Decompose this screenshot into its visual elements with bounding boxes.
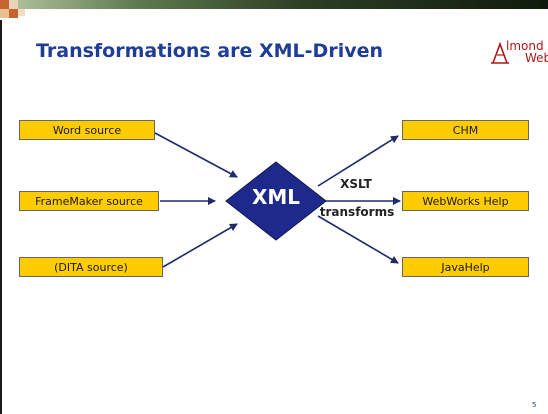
decoration-square <box>0 9 9 18</box>
dita-source-box: (DITA source) <box>19 257 163 277</box>
arrow-word-to-xml <box>154 132 238 178</box>
logo-text: lmond Web <box>506 39 548 65</box>
slide-title: Transformations are XML-Driven <box>36 40 384 62</box>
arrow-dita-to-xml <box>162 223 238 268</box>
decoration-square <box>9 0 18 9</box>
top-decoration-bar <box>0 0 548 9</box>
webworks-help-output-box: WebWorks Help <box>402 191 529 211</box>
word-source-box: Word source <box>19 120 155 140</box>
arrow-xml-to-javahelp <box>317 215 399 264</box>
arrow-xml-to-chm <box>317 135 399 187</box>
decoration-square <box>9 9 18 18</box>
transforms-label: transforms <box>319 205 395 219</box>
logo-line-2: Web <box>525 51 548 65</box>
xslt-label: XSLT <box>340 177 372 191</box>
page-number: 5 <box>532 401 537 409</box>
logo-icon <box>491 41 509 64</box>
chm-output-box: CHM <box>402 120 529 140</box>
decoration-square <box>18 9 25 16</box>
framemaker-source-box: FrameMaker source <box>19 191 159 211</box>
javahelp-output-box: JavaHelp <box>402 257 529 277</box>
xml-label: XML <box>251 185 301 209</box>
xml-diamond <box>225 161 327 241</box>
left-border-line <box>0 20 2 414</box>
decoration-square <box>0 0 9 9</box>
logo-line-1: lmond <box>506 39 544 53</box>
